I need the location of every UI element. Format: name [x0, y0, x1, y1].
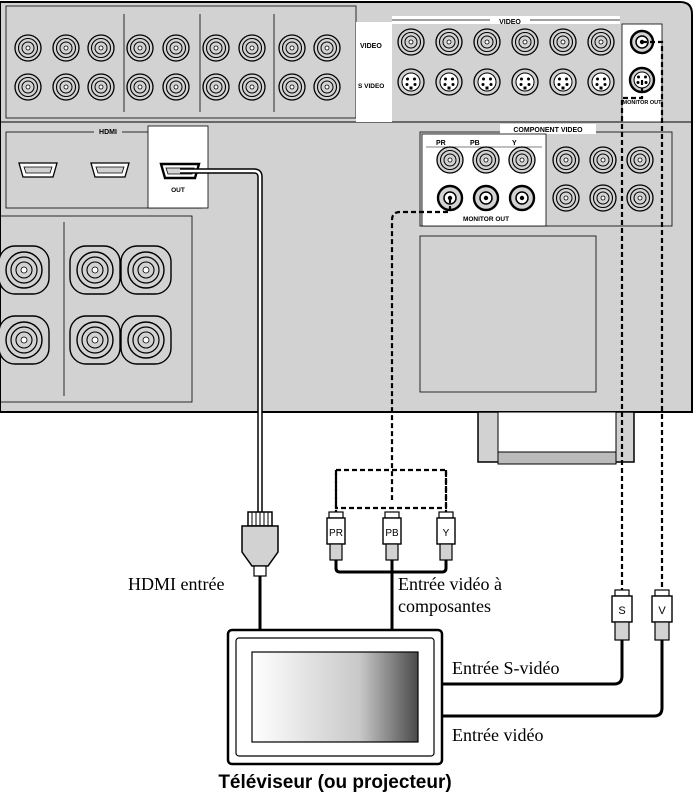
component-pb-label: PB [470, 140, 480, 147]
tv-monitor [226, 628, 444, 766]
svideo-cable [620, 80, 644, 590]
receiver-rear-panel [0, 1, 693, 413]
component-cable [390, 198, 452, 500]
svideo-row-label: S VIDEO [358, 83, 384, 90]
device-title: Téléviseur (ou projecteur) [218, 772, 451, 793]
component-monitor-out-label: MONITOR OUT [463, 216, 509, 223]
component-plug-y: Y [436, 511, 456, 561]
component-plug-pb: PB [382, 511, 402, 561]
video-header: VIDEO [499, 19, 521, 26]
monitor-out-small-label: MONITOR OUT [622, 100, 662, 106]
hdmi-plug [241, 511, 279, 577]
hdmi-label: HDMI [99, 129, 117, 136]
video-input-caption: Entrée vidéo [452, 725, 543, 745]
component-y-label: Y [512, 140, 517, 147]
hdmi-out-label: OUT [171, 187, 185, 194]
svideo-plug: S [611, 589, 633, 641]
component-monitor-out-jacks [436, 184, 536, 212]
video-row-label: VIDEO [360, 43, 382, 50]
video-cable [642, 40, 664, 590]
component-header: COMPONENT VIDEO [513, 127, 583, 134]
component-input-caption-line2: composantes [398, 596, 491, 616]
blank-plate [419, 235, 597, 393]
svg-text:Y: Y [443, 528, 450, 539]
hdmi-input-caption: HDMI entrée [128, 574, 224, 594]
tv-screen [251, 651, 419, 743]
svg-text:S: S [618, 605, 625, 617]
video-plug: V [651, 589, 673, 641]
svg-text:PB: PB [385, 528, 399, 539]
component-pr-label: PR [436, 140, 446, 147]
svideo-input-caption: Entrée S-vidéo [452, 658, 559, 678]
svg-text:V: V [658, 605, 666, 617]
component-plug-pr: PR [326, 511, 346, 561]
svg-text:PR: PR [329, 528, 343, 539]
component-input-caption-line1: Entrée vidéo à [398, 574, 502, 594]
